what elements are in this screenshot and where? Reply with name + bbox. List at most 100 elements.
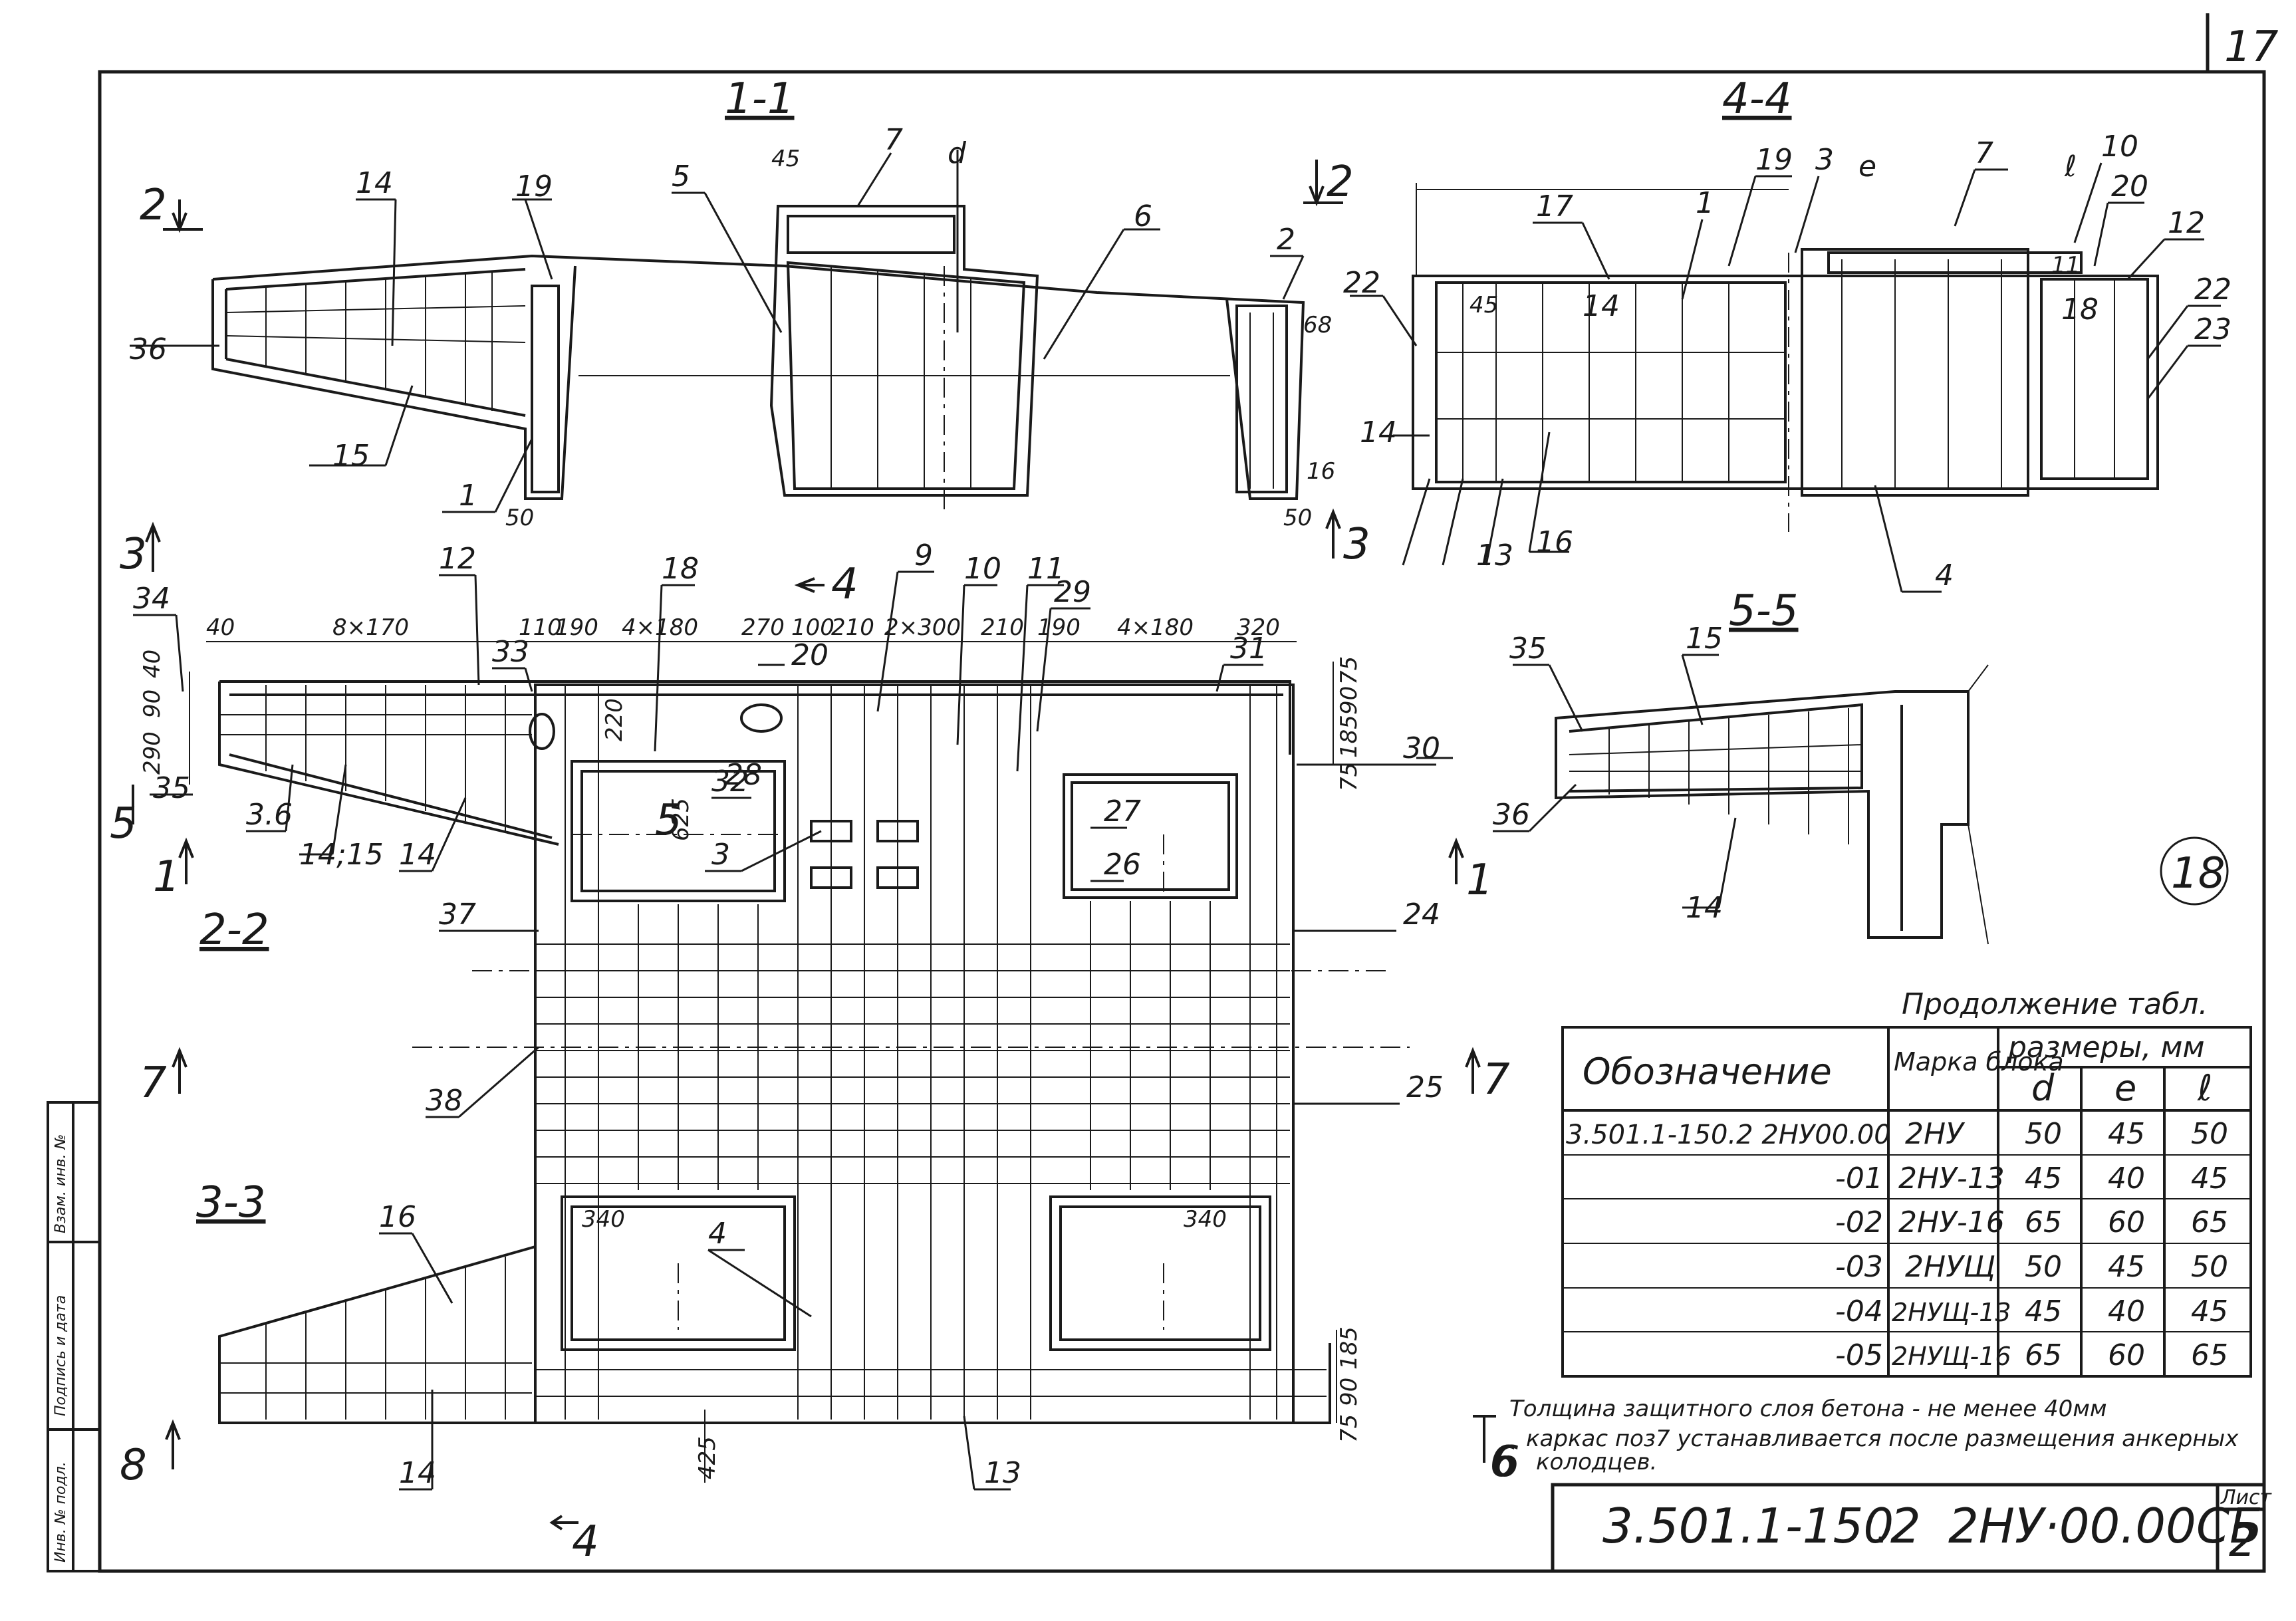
plan-callout-11: 11 [1027,552,1065,586]
row-e: 60 [2108,1338,2145,1372]
table-row: -04 2НУЩ-13 45 40 45 [1835,1295,2228,1328]
table-head-sizes: размеры, мм [2007,1031,2205,1064]
row-e: 40 [2108,1295,2145,1328]
dim-45: 45 [771,146,800,172]
plan-dim-190-b: 190 [1037,614,1081,641]
row-mark: 2НУ [1905,1117,1966,1151]
sheet-frame [98,13,2266,1573]
title-block [1551,1483,2266,1573]
s44-dim-45: 45 [1469,292,1498,318]
row-designation: -02 [1835,1205,1883,1239]
plan-callout-26: 26 [1104,848,1141,882]
cut-3-left: 3 [120,530,147,579]
s44-callout-22-left: 22 [1343,266,1380,300]
callout-14: 14 [356,166,393,200]
s44-sym-l: ℓ [2064,150,2077,184]
note-marker [1473,1415,1496,1463]
plan-dim-340-right: 340 [1184,1206,1227,1233]
plan-callout-3: 3 [711,838,730,872]
callout-36: 36 [130,332,167,366]
sheet-label: Лист [2220,1486,2273,1509]
row-designation: -03 [1835,1250,1883,1284]
dim-50-right: 50 [1283,505,1312,531]
callout-15: 15 [332,439,370,473]
plan-callout-20: 20 [791,638,829,672]
callout-1: 1 [459,479,477,513]
s44-callout-20: 20 [2111,170,2148,203]
plan-dim-320: 320 [1237,614,1280,641]
section-4-4-title: 4-4 [1722,74,1792,124]
table-row: -02 2НУ-16 65 60 65 [1835,1205,2228,1239]
s44-sym-e: e [1858,150,1876,184]
plan-callout-31: 31 [1230,632,1267,666]
row-l: 65 [2191,1205,2228,1239]
plan-callout-14-bottom: 14 [399,1456,436,1490]
section-1-1 [211,205,1305,512]
row-designation: -01 [1835,1162,1883,1195]
plan-cut-5-inner: 5 [655,796,682,845]
section-5-5-title: 5-5 [1729,586,1799,636]
row-l: 50 [2191,1117,2228,1151]
row-l: 50 [2191,1250,2228,1284]
s44-callout-7: 7 [1975,136,1993,170]
row-e: 60 [2108,1205,2145,1239]
row-mark: 2НУ-16 [1898,1205,2005,1239]
plan-dim-8x170: 8×170 [332,614,409,641]
plan-dim-100: 100 [791,614,834,641]
note-line-2: каркас поз7 устанавливается после размещ… [1526,1426,2239,1452]
row-d: 50 [2025,1117,2062,1151]
plan-callout-34: 34 [133,582,170,616]
table-head-l: ℓ [2197,1067,2212,1109]
plan-left-dim-90: 90 [139,689,166,718]
table-row: -05 2НУЩ-16 65 60 65 [1835,1338,2228,1372]
row-l: 45 [2191,1295,2228,1328]
plan-dim-4x180-b: 4×180 [1117,614,1194,641]
plan-cut-7-right: 7 [1483,1055,1510,1104]
plan-left-dim-40: 40 [139,650,166,678]
row-d: 50 [2025,1250,2062,1284]
callout-6: 6 [1134,199,1152,233]
row-d: 45 [2025,1295,2062,1328]
plan-callout-29: 29 [1054,575,1091,609]
plan-right-dim-75: 75 [1336,656,1362,685]
section-2-2-title: 2-2 [199,906,269,955]
callout-7: 7 [884,123,903,157]
cut-2-left: 2 [140,181,167,230]
plan-dim-110: 110 [519,614,562,641]
s55-callout-36: 36 [1493,798,1530,832]
stamp-drawing: 2НУ·00.00СБ [1948,1498,2263,1554]
callout-19: 19 [515,170,553,203]
section-1-1-leaders [130,150,1305,513]
stamp-code: 3.501.1-150 [1602,1498,1894,1554]
plan-callout-14-15: 14;15 [299,838,384,872]
s44-callout-10: 10 [2101,130,2138,164]
plan-leaders [133,570,1453,1491]
plan-right-dim-75b: 75 [1336,763,1362,791]
table-row: -01 2НУ-13 45 40 45 [1835,1162,2228,1195]
side-stamp-sign: Подпись и дата [53,1295,69,1416]
plan-callout-18: 18 [662,552,699,586]
plan-view [218,680,1331,1424]
stamp-part: .2 [1875,1498,1921,1554]
plan-cut-1-right: 1 [1466,856,1493,905]
plan-cut-markers [132,577,1481,1531]
row-l: 45 [2191,1162,2228,1195]
plan-callout-24: 24 [1403,898,1440,932]
s44-callout-16: 16 [1536,525,1573,559]
plan-dim-220: 220 [601,698,628,741]
s44-callout-14-top: 14 [1583,289,1620,323]
side-stamp-inv: Инв. № подл. [53,1461,69,1562]
page-corner-number: 17 [2224,23,2279,72]
callout-5: 5 [672,160,690,193]
plan-bottom-dim-90: 90 [1336,1378,1362,1406]
plan-callout-38: 38 [426,1084,463,1118]
section-4-4 [1412,183,2159,532]
row-designation: 3.501.1-150.2 2НУ00.00 [1566,1120,1891,1150]
plan-dim-625: 625 [668,798,694,841]
plan-cut-5: 5 [110,799,137,848]
side-stamp-repl: Взам. инв. № [53,1134,69,1233]
plan-callout-28: 28 [725,758,762,792]
plan-dim-340-left: 340 [582,1206,625,1233]
plan-callout-16: 16 [379,1200,416,1234]
plan-bottom-dim-185: 185 [1336,1326,1362,1370]
